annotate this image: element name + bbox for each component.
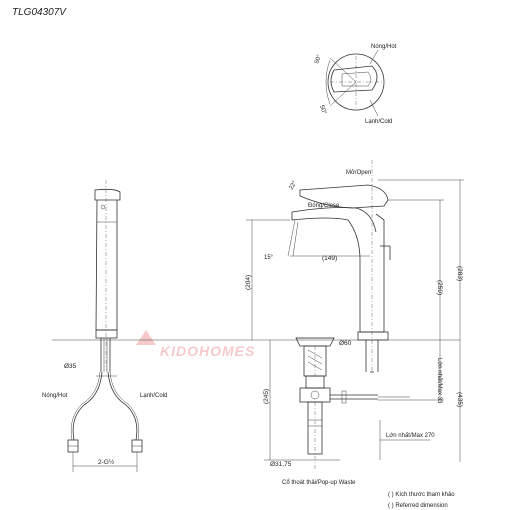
dim-283: (283) (456, 266, 463, 281)
dim-204: (204) (245, 275, 252, 290)
watermark-text: KIDOHOMES (160, 343, 255, 359)
close-label: Đóng/Close (308, 203, 340, 209)
dim-d3175: Ø31,75 (270, 461, 292, 468)
angle-spout-label: 15° (264, 255, 274, 261)
open-label: Mở/Open (346, 169, 371, 176)
dim-245: (245) (263, 389, 270, 404)
angle-cold-label: 50° (318, 105, 327, 116)
angle-hot-label: 50° (314, 54, 323, 65)
note-en: ( ) Referred dimension (388, 503, 448, 509)
watermark: KIDOHOMES (136, 330, 255, 359)
side-view-faucet (67, 180, 143, 472)
popup-waste (295, 337, 410, 470)
dim-149: (149) (322, 255, 337, 262)
hot-top-label: Nóng/Hot (371, 44, 397, 50)
thread-label: 2-G½ (98, 458, 115, 466)
cold-left-label: Lạnh/Cold (140, 393, 167, 399)
dim-d35: Ø35 (64, 363, 77, 370)
dim-435: (435) (456, 392, 463, 407)
dim-259: (259) (436, 280, 443, 295)
note-vi: ( ) Kích thước tham khảo (388, 492, 455, 498)
hot-left-label: Nóng/Hot (42, 393, 68, 399)
front-view-faucet (287, 160, 391, 373)
top-view-lever (325, 49, 385, 117)
dimension-lines (246, 179, 464, 462)
popup-label: Cổ thoát thải/Pop-up Waste (282, 479, 356, 486)
max270-label: Lớn nhất/Max 270 (386, 433, 435, 439)
angle-lever-label: 22° (289, 180, 299, 191)
model-number: TLG04307V (12, 7, 67, 18)
cold-top-label: Lạnh/Cold (365, 119, 392, 125)
dim-d60: Ø60 (339, 340, 352, 347)
max33-label: Lớn nhất/Max 33 (436, 358, 442, 404)
